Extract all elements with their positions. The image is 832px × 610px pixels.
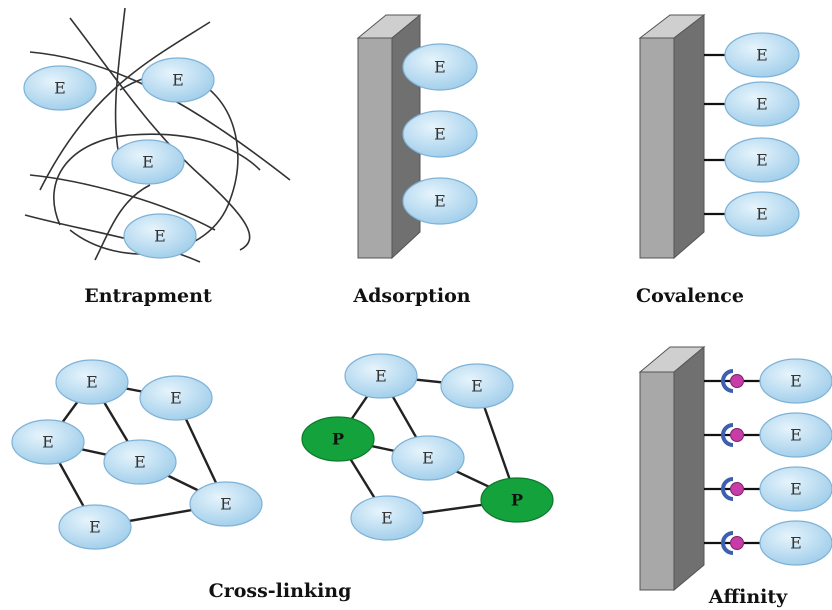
enzyme-label: E: [172, 71, 184, 90]
enzyme-label: E: [142, 153, 154, 172]
affinity-linkage: [704, 369, 762, 393]
covalent-enzyme: E: [724, 191, 800, 237]
enzyme-label: E: [381, 509, 393, 528]
entrapment-panel: E E E E Entrapment: [23, 7, 291, 307]
crosslinked-enzyme: E: [189, 481, 263, 527]
enzyme-label: E: [471, 377, 483, 396]
covalent-enzyme: E: [724, 137, 800, 183]
polymer-node: P: [480, 477, 554, 523]
adsorbed-enzyme: E: [402, 110, 478, 158]
crosslinked-enzyme: E: [391, 435, 465, 481]
crosslinked-enzyme: E: [11, 419, 85, 465]
enzyme-label: E: [134, 453, 146, 472]
solid-support: [638, 345, 706, 592]
enzyme-label: E: [434, 192, 446, 211]
enzyme-label: E: [154, 227, 166, 246]
crosslinking-panel: E E E E E E: [11, 353, 554, 602]
affinity-linkage: [704, 423, 762, 447]
affinity-linkage: [704, 531, 762, 555]
crosslinked-enzyme: E: [139, 375, 213, 421]
enzyme-label: E: [220, 495, 232, 514]
enzyme-label: E: [790, 426, 802, 445]
enzyme-label: E: [375, 367, 387, 386]
covalent-enzyme: E: [724, 32, 800, 78]
entrapment-label: Entrapment: [84, 285, 212, 307]
polymer-label: P: [511, 491, 523, 510]
crosslinking-label: Cross-linking: [209, 580, 352, 602]
enzyme-label: E: [434, 125, 446, 144]
polymer-label: P: [332, 430, 344, 449]
crosslinked-enzyme: E: [344, 353, 418, 399]
crosslinked-enzyme: E: [103, 439, 177, 485]
crosslinked-enzyme: E: [350, 495, 424, 541]
crosslinked-enzyme: E: [58, 504, 132, 550]
affinity-enzyme: E: [759, 466, 832, 512]
entrapped-enzyme: E: [111, 139, 185, 185]
enzyme-label: E: [790, 534, 802, 553]
enzyme-label: E: [434, 58, 446, 77]
adsorbed-enzyme: E: [402, 177, 478, 225]
entrapped-enzyme: E: [141, 57, 215, 103]
enzyme-label: E: [756, 46, 768, 65]
adsorption-label: Adsorption: [352, 285, 470, 307]
solid-support: [638, 13, 706, 260]
enzyme-label: E: [756, 205, 768, 224]
enzyme-label: E: [86, 373, 98, 392]
enzyme-label: E: [790, 372, 802, 391]
covalent-enzyme: E: [724, 81, 800, 127]
polymer-node: P: [301, 416, 375, 462]
covalence-label: Covalence: [636, 285, 744, 307]
affinity-panel: E E E E: [638, 345, 832, 608]
enzyme-label: E: [89, 518, 101, 537]
covalence-panel: E E E E Covalence: [636, 13, 800, 307]
affinity-enzyme: E: [759, 358, 832, 404]
affinity-enzyme: E: [759, 412, 832, 458]
crosslinked-enzyme: E: [440, 363, 514, 409]
enzyme-label: E: [170, 389, 182, 408]
affinity-linkage: [704, 477, 762, 501]
adsorption-panel: E E E Adsorption: [352, 13, 478, 307]
enzyme-label: E: [42, 433, 54, 452]
entrapped-enzyme: E: [123, 213, 197, 259]
enzyme-label: E: [422, 449, 434, 468]
enzyme-label: E: [54, 79, 66, 98]
enzyme-label: E: [756, 95, 768, 114]
affinity-enzyme: E: [759, 520, 832, 566]
enzyme-label: E: [756, 151, 768, 170]
entrapped-enzyme: E: [23, 65, 97, 111]
affinity-label: Affinity: [708, 586, 788, 608]
crosslinked-enzyme: E: [55, 359, 129, 405]
enzyme-label: E: [790, 480, 802, 499]
adsorbed-enzyme: E: [402, 43, 478, 91]
